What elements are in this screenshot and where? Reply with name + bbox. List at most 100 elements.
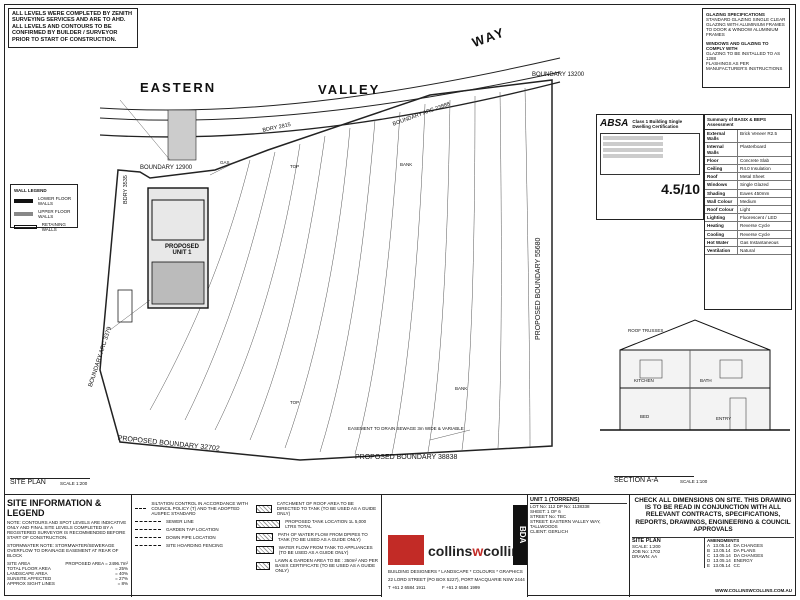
- amendment-desc: DA CHANGES: [733, 553, 764, 559]
- legend-item: DOWN PIPE LOCATION: [135, 535, 252, 540]
- boundary-bottom-label: PROPOSED BOUNDARY 38838: [355, 454, 458, 461]
- project-title: UNIT 1 (TORRENS): [530, 497, 627, 504]
- energy-row-value: R4.0 Insulation: [740, 166, 771, 172]
- energy-row-value: Concrete Slab: [740, 157, 770, 163]
- legend-item: SILTATION CONTROL IN ACCORDANCE WITH COU…: [135, 501, 252, 516]
- boundary-right-label: PROPOSED BOUNDARY 55680: [535, 237, 542, 340]
- company-panel: collinswcollins BUILDING DESIGNERS * LAN…: [382, 495, 528, 597]
- energy-row-key: Internal Walls: [705, 143, 738, 156]
- amendment-desc: CC: [733, 563, 741, 569]
- company-address: 22 LORD STREET (PO BOX 5227), PORT MACQU…: [388, 577, 525, 582]
- amendment-date: 13.05.14: [713, 563, 731, 569]
- legend-item-text: PATH OF WATER FLOW FROM DPIPES TO TANK (…: [278, 532, 368, 542]
- road-edge-line: [99, 71, 561, 121]
- energy-row-key: Windows: [705, 181, 738, 189]
- legend-item-text: PROPOSED TANK LOCATION 1L 5,000 LTRS TOT…: [285, 519, 367, 529]
- stormwater-note: STORMWATER NOTE: STORMWATER/SEWERAGE OVE…: [7, 543, 119, 558]
- site-plan-scale: SCALE 1:200: [60, 481, 88, 486]
- boundary-top-label: BOUNDARY 13200: [532, 72, 585, 78]
- energy-row-key: Hot Water: [705, 238, 738, 247]
- title-block: SITE INFORMATION & LEGEND NOTE: CONTOURS…: [4, 494, 796, 597]
- gas-label: GAS: [220, 160, 230, 165]
- energy-row-value: Eaves 450mm: [740, 190, 770, 196]
- boundary-12900-label: BOUNDARY 12900: [140, 165, 193, 171]
- amendment-date: 13.05.14: [713, 558, 731, 564]
- absa-certificate: ABSA Class 1 Building Single Dwelling Ce…: [596, 114, 704, 220]
- legend-swatch: [256, 533, 274, 541]
- section-label: ENTRY: [716, 416, 732, 421]
- leader-lines: [109, 99, 471, 441]
- water-tank: [117, 289, 133, 323]
- legend-swatch: [135, 508, 147, 509]
- glazing-line: GLAZING TO BE INSTALLED TO AS 1288: [706, 51, 781, 61]
- energy-row-key: Ventilation: [705, 247, 738, 255]
- road-edge-line: [99, 57, 561, 111]
- garage-outline: [151, 199, 205, 241]
- site-stat-label: LANDSCAPE AREA: [7, 571, 48, 576]
- legend-item-text: WATER FLOW FROM TANK TO APPLIANCES (TO B…: [278, 545, 373, 555]
- site-stat-value: = 8%: [117, 581, 128, 586]
- section-label: KITCHEN: [634, 378, 654, 383]
- energy-row-key: Shading: [705, 189, 738, 197]
- legend-item: SITE HOARDING FENCING: [135, 543, 252, 548]
- legend-item-text: SITE HOARDING FENCING: [166, 543, 224, 548]
- section-title: SECTION A-A: [614, 476, 694, 484]
- bank-label: BANK: [400, 162, 413, 167]
- top-label: TOP: [290, 164, 300, 169]
- site-plan-title: SITE PLAN: [10, 478, 90, 486]
- project-panel: UNIT 1 (TORRENS) LOT No: 112 DP No: 1138…: [528, 495, 630, 597]
- bdry-left-label: BDRY 3535: [123, 175, 129, 204]
- amendment-date: 13.05.14: [713, 548, 731, 554]
- easement-label: EASEMENT TO DRAIN SEWAGE 3m WIDE & VARIA…: [348, 426, 464, 431]
- project-street-no: STREET No: TBC: [530, 514, 567, 519]
- company-phone: T +61 2 6584 1911: [388, 585, 426, 590]
- site-info-note: NOTE: CONTOURS AND SPOT LEVELS ARE INDIC…: [7, 520, 127, 540]
- glazing-line: FLASHINGS AS PER MANUFACTURER'S INSTRUCT…: [706, 61, 783, 71]
- legend-item-text: LAWN & GARDEN AREA TO BE : 350m² AND PER…: [275, 558, 378, 573]
- energy-row-value: Plasterboard: [740, 144, 767, 150]
- amendment-rev: E: [707, 563, 711, 569]
- drawing-drawn: DRAWN: AA: [632, 554, 658, 560]
- site-stat-row: SUNSITE AFFECTED= 27%: [7, 576, 128, 581]
- energy-summary: Summary of BASIX & BEPS Assessment Exter…: [704, 114, 792, 310]
- wall-legend: WALL LEGEND LOWER FLOOR WALLS UPPER FLOO…: [10, 184, 78, 232]
- top-label: TOP: [290, 400, 300, 405]
- amendment-desc: ENERGY: [733, 558, 753, 564]
- energy-row-value: Single Glazed: [740, 182, 769, 188]
- glazing-line: TO DOOR & WINDOW ALUMINIUM FRAMES: [706, 27, 779, 37]
- legend-item: SEWER LINE: [135, 519, 252, 524]
- legend-swatch: [14, 212, 34, 216]
- road-name-valley: VALLEY: [318, 82, 381, 97]
- energy-row-key: Roof: [705, 173, 738, 181]
- amendment-desc: DA PLANS: [733, 548, 756, 554]
- wall-legend-title: WALL LEGEND: [14, 188, 47, 193]
- legend-item: WATER FLOW FROM TANK TO APPLIANCES (TO B…: [256, 545, 378, 555]
- glazing-specs: GLAZING SPECIFICATIONS STANDARD GLAZING …: [702, 8, 790, 88]
- legend-swatch: [256, 520, 281, 528]
- site-stat-value: PROPOSED AREA = 2496.7m²: [65, 561, 128, 566]
- absa-details: [600, 133, 700, 175]
- wall-legend-item: UPPER FLOOR WALLS: [14, 209, 74, 219]
- lot-boundary: [99, 79, 553, 461]
- amendment-desc: DA CHANGES: [733, 543, 764, 549]
- energy-row-key: Roof Colour: [705, 206, 738, 214]
- energy-row-key: Cooling: [705, 230, 738, 238]
- energy-row-key: Floor: [705, 156, 738, 165]
- legend-swatch: [135, 529, 161, 530]
- survey-note-text: ALL LEVELS WERE COMPLETED BY ZENITH SURV…: [12, 11, 133, 43]
- company-logo-mark: [388, 535, 424, 565]
- glazing-title: GLAZING SPECIFICATIONS: [706, 12, 765, 17]
- legend-item: GARDEN TAP LOCATION: [135, 527, 252, 532]
- legend-item-text: SILTATION CONTROL IN ACCORDANCE WITH COU…: [151, 501, 249, 516]
- energy-row-value: Brick Veneer R2.5: [740, 131, 778, 136]
